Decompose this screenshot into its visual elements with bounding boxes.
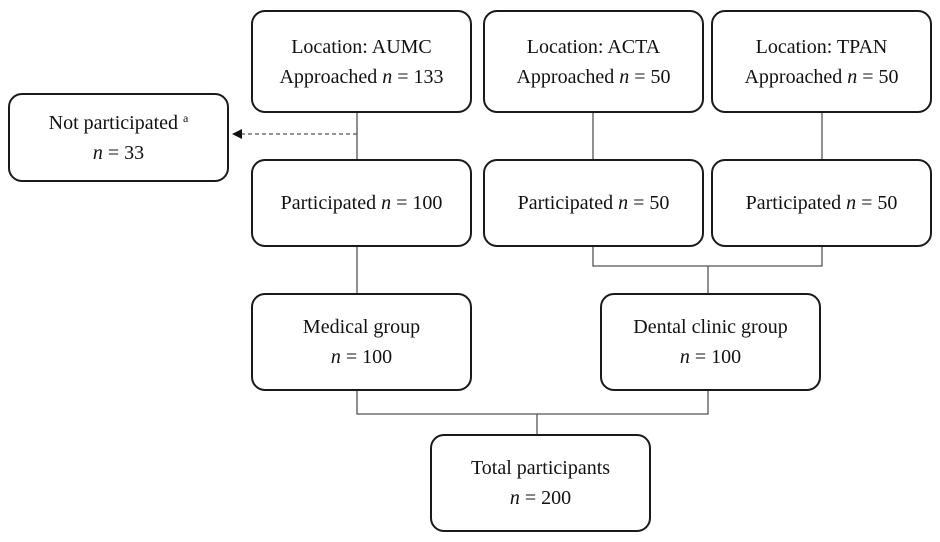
connector-participated-dental-merge <box>592 246 823 267</box>
box-participated-acta: Participated n = 50 <box>483 159 704 247</box>
approached-tpan-n: n <box>847 65 858 88</box>
participated-tpan-line: Participated n = 50 <box>746 188 898 218</box>
dental-group-n: n <box>679 346 690 368</box>
dental-group-label: Dental clinic group <box>633 316 788 338</box>
total-participants-value: = 200 <box>519 487 572 509</box>
connector-groups-total-merge <box>356 390 709 415</box>
box-not-participated: Not participated a n = 33 <box>8 93 229 182</box>
participated-acta-prefix: Participated <box>517 192 619 214</box>
approached-aumc-line: Approached n = 133 <box>279 62 443 92</box>
location-aumc-label: Location: AUMC <box>291 35 432 58</box>
medical-group-n: n <box>330 346 341 368</box>
total-participants-n: n <box>509 487 520 509</box>
approached-aumc-prefix: Approached <box>279 65 383 88</box>
approached-acta-line: Approached n = 50 <box>516 62 670 92</box>
approached-acta-n: n <box>619 65 630 88</box>
participated-acta-line: Participated n = 50 <box>518 188 670 218</box>
box-location-aumc: Location: AUMC Approached n = 133 <box>251 10 472 113</box>
medical-group-label: Medical group <box>302 316 421 338</box>
participated-tpan-prefix: Participated <box>745 192 847 214</box>
not-participated-n: n <box>92 141 103 164</box>
location-tpan-label: Location: TPAN <box>755 35 888 58</box>
participated-acta-value: = 50 <box>628 192 670 214</box>
box-medical-group: Medical group n = 100 <box>251 293 472 391</box>
approached-tpan-prefix: Approached <box>744 65 848 88</box>
box-total-participants: Total participants n = 200 <box>430 434 651 532</box>
not-participated-count-line: n = 33 <box>93 138 144 168</box>
approached-aumc-value: = 133 <box>392 65 444 88</box>
not-participated-value: = 33 <box>102 141 145 164</box>
participated-aumc-prefix: Participated <box>280 192 382 214</box>
medical-group-count-line: n = 100 <box>331 342 392 372</box>
box-participated-aumc: Participated n = 100 <box>251 159 472 247</box>
approached-acta-prefix: Approached <box>516 65 620 88</box>
dental-group-value: = 100 <box>689 346 742 368</box>
box-location-tpan: Location: TPAN Approached n = 50 <box>711 10 932 113</box>
participated-aumc-line: Participated n = 100 <box>281 188 443 218</box>
participated-tpan-value: = 50 <box>856 192 898 214</box>
approached-aumc-n: n <box>382 65 393 88</box>
box-location-acta: Location: ACTA Approached n = 50 <box>483 10 704 113</box>
participated-aumc-n: n <box>381 192 392 214</box>
approached-acta-value: = 50 <box>629 65 671 88</box>
total-participants-label: Total participants <box>470 457 611 479</box>
box-dental-clinic-group: Dental clinic group n = 100 <box>600 293 821 391</box>
not-participated-label: Not participated <box>48 111 179 134</box>
not-participated-line: Not participated a <box>49 108 189 138</box>
total-participants-count-line: n = 200 <box>510 483 571 513</box>
dental-group-count-line: n = 100 <box>680 342 741 372</box>
approached-tpan-value: = 50 <box>857 65 899 88</box>
approached-tpan-line: Approached n = 50 <box>744 62 898 92</box>
location-acta-label: Location: ACTA <box>526 35 661 58</box>
participated-acta-n: n <box>618 192 629 214</box>
participated-aumc-value: = 100 <box>391 192 443 214</box>
footnote-marker: a <box>183 110 189 125</box>
participated-tpan-n: n <box>846 192 857 214</box>
box-participated-tpan: Participated n = 50 <box>711 159 932 247</box>
medical-group-value: = 100 <box>340 346 393 368</box>
